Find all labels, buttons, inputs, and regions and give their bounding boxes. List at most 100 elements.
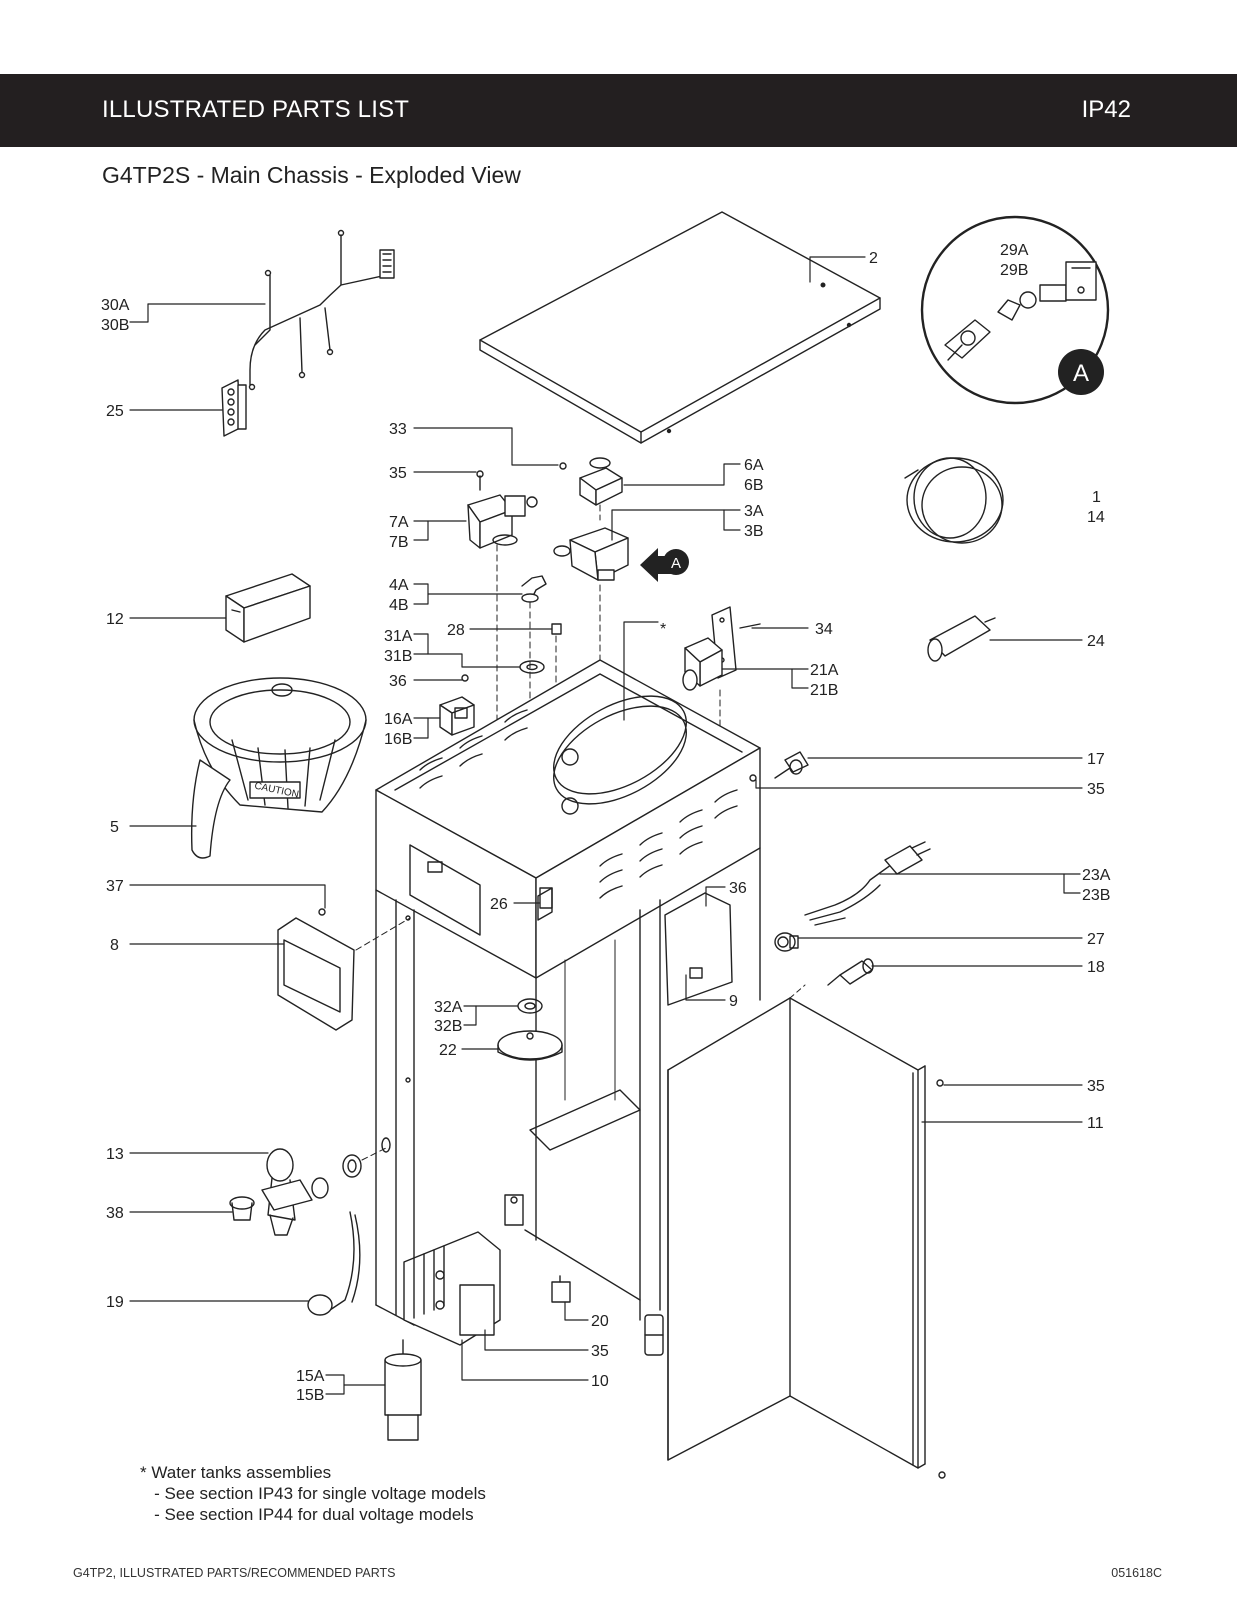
water-tank-note: * Water tanks assemblies - See section I… [140,1462,486,1525]
callout-32b: 32B [434,1018,462,1035]
detail-a-badge [1058,349,1104,395]
power-cord-part [804,841,931,926]
callout-4b: 4B [389,597,409,614]
diagram-subtitle: G4TP2S - Main Chassis - Exploded View [102,162,521,188]
detail-a-arrow [640,548,689,582]
callout-9: 9 [729,993,738,1010]
callout-30a: 30A [101,297,130,314]
wire-19-part [307,1211,361,1316]
water-filter-part [927,615,996,662]
callout-35-right: 35 [1087,781,1105,798]
switch-20-part [551,1275,571,1303]
callout-25: 25 [106,403,124,420]
callout-18: 18 [1087,959,1105,976]
callout-2: 2 [869,250,878,267]
callout-31b: 31B [384,648,412,665]
callout-27: 27 [1087,931,1105,948]
callout-17: 17 [1087,751,1105,768]
callout-20: 20 [591,1313,609,1330]
top-cover-part [479,211,881,444]
callout-33: 33 [389,421,407,438]
callout-21b: 21B [810,682,838,699]
wire-harness-part [248,229,395,391]
switch-27-part [774,932,799,952]
callout-10: 10 [591,1373,609,1390]
callout-23b: 23B [1082,887,1110,904]
callout-26: 26 [490,896,508,913]
callout-35-top: 35 [389,465,407,482]
callout-13: 13 [106,1146,124,1163]
callout-24: 24 [1087,633,1105,650]
callout-star: * [660,621,666,638]
callout-22: 22 [439,1042,457,1059]
washer-part [519,660,545,674]
callout-23a: 23A [1082,867,1111,884]
callout-28: 28 [447,622,465,639]
callout-37: 37 [106,878,124,895]
detail-a-arrow-label: A [671,555,681,572]
detail-a-circle [920,215,1110,405]
callout-31a: 31A [384,628,413,645]
callout-1: 1 [1092,489,1101,506]
detail-a-label: A [1073,360,1089,387]
callout-3a: 3A [744,503,764,520]
callout-15b: 15B [296,1387,324,1404]
heating-element-part [384,1339,422,1441]
grommet-part [517,998,543,1014]
indicator-18-part [827,958,874,986]
heatsink-part [403,1231,501,1346]
chassis-lower-frame [375,847,761,1356]
callout-19: 19 [106,1294,124,1311]
display-part [277,908,411,1031]
faucet-part [261,1147,387,1236]
callout-16a: 16A [384,711,413,728]
callout-5: 5 [110,819,119,836]
tubing-coil-part [904,457,1004,544]
callout-7b: 7B [389,534,409,551]
relay-part [439,696,475,736]
callout-29a: 29A [1000,242,1029,259]
nut-part [551,623,562,635]
footer-document-title: G4TP2, ILLUSTRATED PARTS/RECOMMENDED PAR… [73,1566,396,1580]
switch-17-part [749,751,809,782]
chassis-upper-box [375,659,761,979]
callout-12: 12 [106,611,124,628]
callout-21a: 21A [810,662,839,679]
section-code: IP42 [1081,96,1131,123]
callout-14: 14 [1087,509,1105,526]
header-bar: ILLUSTRATED PARTS LIST IP42 [0,74,1237,147]
callout-6a: 6A [744,457,764,474]
footer-document-code: 051618C [1111,1566,1162,1580]
callout-35-bottom: 35 [591,1343,609,1360]
callout-34: 34 [815,621,833,638]
callout-36-right: 36 [729,880,747,897]
callout-36-left: 36 [389,673,407,690]
brew-basket-part [190,677,367,859]
door-panel-part [667,984,946,1479]
note-line-3: - See section IP44 for dual voltage mode… [140,1505,474,1524]
note-line-2: - See section IP43 for single voltage mo… [140,1484,486,1503]
leader-lines [129,256,1083,1395]
callout-16b: 16B [384,731,412,748]
screw-part [461,674,469,682]
callout-15a: 15A [296,1368,325,1385]
callout-8: 8 [110,937,119,954]
bracket-part [539,887,553,909]
note-line-1: * Water tanks assemblies [140,1463,332,1482]
relay-10-bracket [504,1194,524,1226]
callout-38: 38 [106,1205,124,1222]
inlet-valve-part [467,470,538,831]
transformer-part [225,573,311,643]
callout-35-door: 35 [1087,1078,1105,1095]
callout-6b: 6B [744,477,764,494]
callout-7a: 7A [389,514,409,531]
callout-4a: 4A [389,577,409,594]
callout-labels: 1 14 2 29A 29B 30A 30B 25 33 35 6A 6B 7A… [101,242,1111,1404]
callout-3b: 3B [744,523,764,540]
thermostat-part [497,1030,563,1061]
terminal-block-part [221,379,247,437]
header-title: ILLUSTRATED PARTS LIST [102,96,410,123]
fitting-38-part [229,1196,255,1221]
callout-29b: 29B [1000,262,1028,279]
